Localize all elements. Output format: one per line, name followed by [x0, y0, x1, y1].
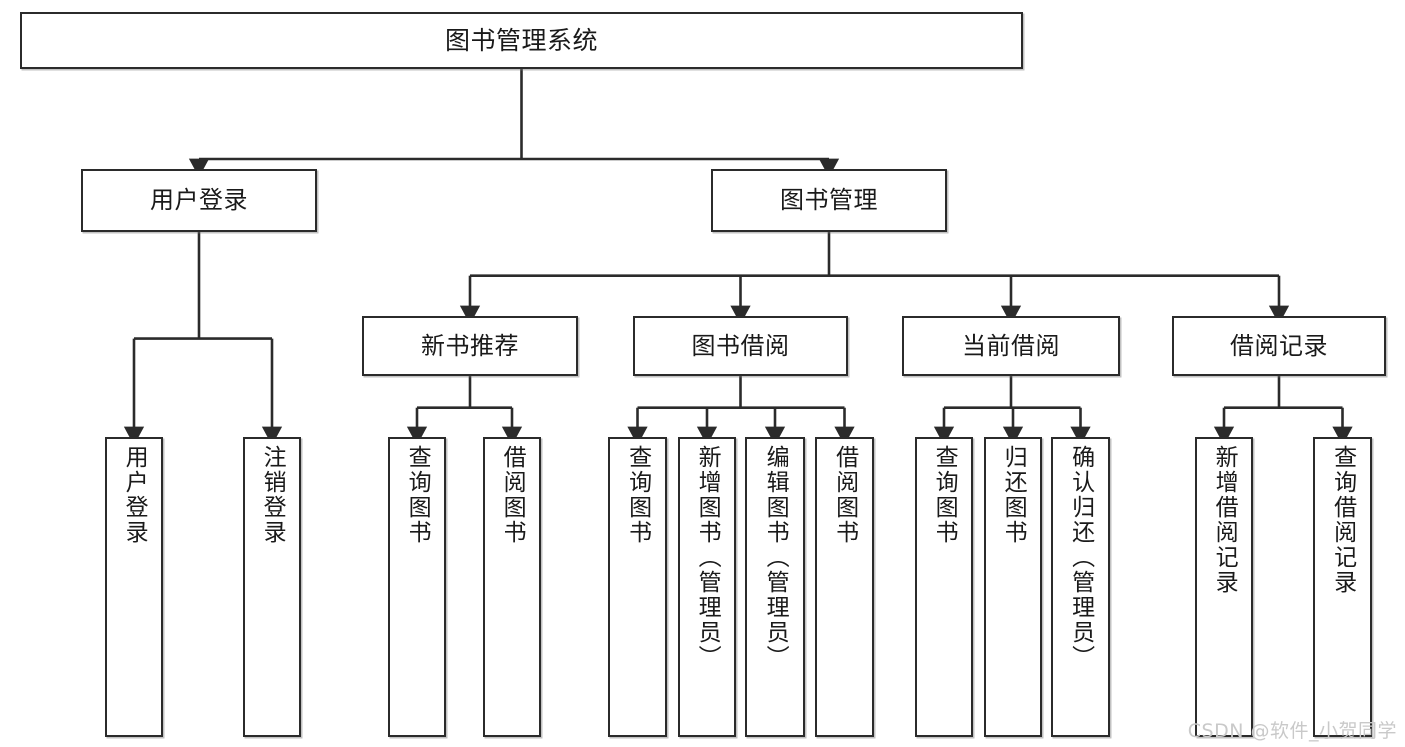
node-label: 归还图书	[1000, 445, 1027, 545]
node-label: 用户登录	[121, 445, 148, 545]
node-user-login[interactable]: 用户登录	[81, 169, 317, 232]
node-label: 查询图书	[931, 445, 958, 545]
node-leaf-confirm-return-admin[interactable]: 确认归还（管理员）	[1051, 437, 1110, 737]
edges-group	[123, 69, 1353, 446]
node-label: 查询图书	[404, 445, 431, 545]
node-label: 借阅图书	[831, 445, 858, 545]
node-book-management[interactable]: 图书管理	[711, 169, 947, 232]
node-label: 借阅记录	[1230, 331, 1328, 360]
node-leaf-add-book-admin[interactable]: 新增图书（管理员）	[678, 437, 736, 737]
node-book-borrow[interactable]: 图书借阅	[633, 316, 848, 376]
node-leaf-user-login[interactable]: 用户登录	[105, 437, 163, 737]
node-label: 新增借阅记录	[1211, 445, 1238, 595]
node-leaf-query-book-current[interactable]: 查询图书	[915, 437, 973, 737]
node-borrow-record[interactable]: 借阅记录	[1172, 316, 1386, 376]
node-label: 注销登录	[259, 445, 286, 545]
node-label: 新增图书（管理员）	[694, 445, 721, 670]
node-label: 用户登录	[150, 186, 248, 215]
node-root-system[interactable]: 图书管理系统	[20, 12, 1023, 69]
node-leaf-return-book[interactable]: 归还图书	[984, 437, 1042, 737]
node-label: 确认归还（管理员）	[1067, 445, 1094, 670]
node-leaf-query-borrow-record[interactable]: 查询借阅记录	[1313, 437, 1372, 737]
csdn-watermark: CSDN @软件_小贺同学	[1187, 720, 1397, 742]
node-current-borrow[interactable]: 当前借阅	[902, 316, 1120, 376]
node-label: 借阅图书	[499, 445, 526, 545]
node-label: 查询图书	[624, 445, 651, 545]
node-label: 图书管理	[780, 186, 878, 215]
node-new-book-recommend[interactable]: 新书推荐	[362, 316, 578, 376]
node-label: 当前借阅	[962, 331, 1060, 360]
node-leaf-query-book-borrow[interactable]: 查询图书	[608, 437, 667, 737]
node-label: 查询借阅记录	[1329, 445, 1356, 595]
node-label: 图书管理系统	[444, 25, 598, 55]
node-leaf-edit-book-admin[interactable]: 编辑图书（管理员）	[745, 437, 805, 737]
node-label: 图书借阅	[691, 331, 790, 360]
node-leaf-add-borrow-record[interactable]: 新增借阅记录	[1195, 437, 1253, 737]
node-leaf-query-book-recommend[interactable]: 查询图书	[388, 437, 446, 737]
node-label: 编辑图书（管理员）	[762, 445, 789, 670]
node-leaf-logout[interactable]: 注销登录	[243, 437, 301, 737]
node-leaf-borrow-book[interactable]: 借阅图书	[815, 437, 874, 737]
node-leaf-borrow-book-recommend[interactable]: 借阅图书	[483, 437, 541, 737]
node-label: 新书推荐	[421, 331, 519, 360]
